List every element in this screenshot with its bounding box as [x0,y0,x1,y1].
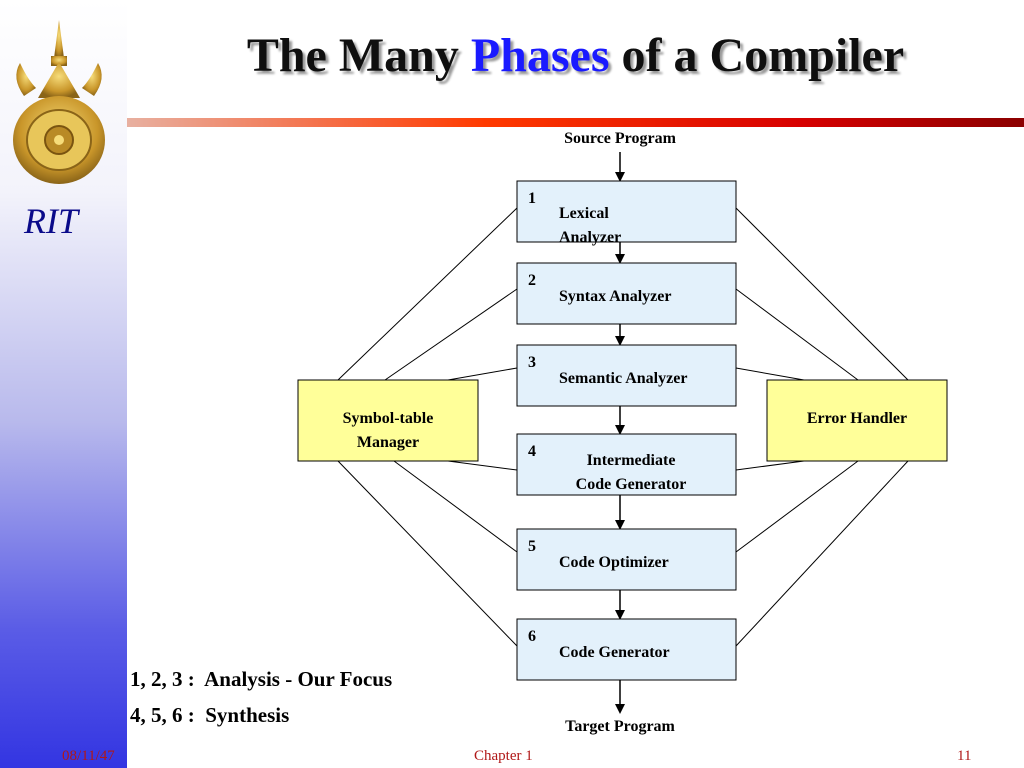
title-accent: Phases [470,29,610,82]
phase-number: 6 [528,628,536,645]
footer-date: 08/11/47 [62,748,115,764]
phase-label: Syntax Analyzer [559,288,671,305]
connector-line [735,288,859,381]
connector-line [337,207,518,381]
phase-label: Code Optimizer [559,554,669,571]
legend-analysis: 1, 2, 3 : Analysis - Our Focus [130,667,392,692]
footer-chapter: Chapter 1 [474,748,533,764]
phase-label: Analyzer [559,229,621,246]
title-part-before: The Many [246,29,471,82]
error-handler-box: Error Handler [766,379,948,462]
phase-label: Lexical [559,205,609,222]
phase-number: 2 [528,272,536,289]
phase-label: Code Generator [559,644,670,661]
org-label: RIT [24,201,78,241]
connector-lines [337,207,909,647]
source-program-label: Source Program [564,130,677,147]
connector-line [384,288,518,381]
legend-synthesis: 4, 5, 6 : Synthesis [130,703,289,728]
phase-number: 3 [528,354,536,371]
phase-box-frame [516,180,737,243]
sidebar: RIT [0,0,127,768]
connector-line [735,460,805,471]
connector-line [447,367,518,381]
royal-emblem-logo [13,20,105,184]
connector-line [447,460,518,471]
phase-number: 1 [528,190,536,207]
legend-synthesis-text: Synthesis [205,703,290,727]
legend-synthesis-nums: 4, 5, 6 : [130,703,195,727]
phase-box-frame [516,262,737,325]
slide-title: The Many Phases of a Compiler [127,28,1024,83]
error-handler-box-label: Error Handler [807,410,907,427]
phase-label: Code Generator [576,476,687,493]
legend-analysis-nums: 1, 2, 3 : [130,667,195,691]
title-part-after: of a Compiler [609,29,905,82]
connector-line [735,460,909,647]
phase-number: 5 [528,538,536,555]
connector-line [735,367,805,381]
connector-line [735,460,859,553]
target-program-label: Target Program [565,718,675,735]
symbol-table-manager-box-label: Symbol-table [343,410,434,427]
phase-box-frame [516,528,737,591]
phase-box-frame [516,344,737,407]
symbol-table-manager-box-label: Manager [357,434,419,451]
legend-analysis-text: Analysis - Our Focus [204,667,393,691]
phase-label: Semantic Analyzer [559,370,687,387]
connector-line [735,207,909,381]
phase-box-frame [516,433,737,496]
phase-box-frame [516,618,737,681]
error-handler-box-frame [766,379,948,462]
connector-line [393,460,518,553]
connector-line [337,460,518,647]
title-rule [127,118,1024,127]
symbol-table-manager-box-frame [297,379,479,462]
phase-label: Intermediate [587,452,676,469]
phase-number: 4 [528,443,536,460]
footer-page-number: 11 [957,748,972,764]
